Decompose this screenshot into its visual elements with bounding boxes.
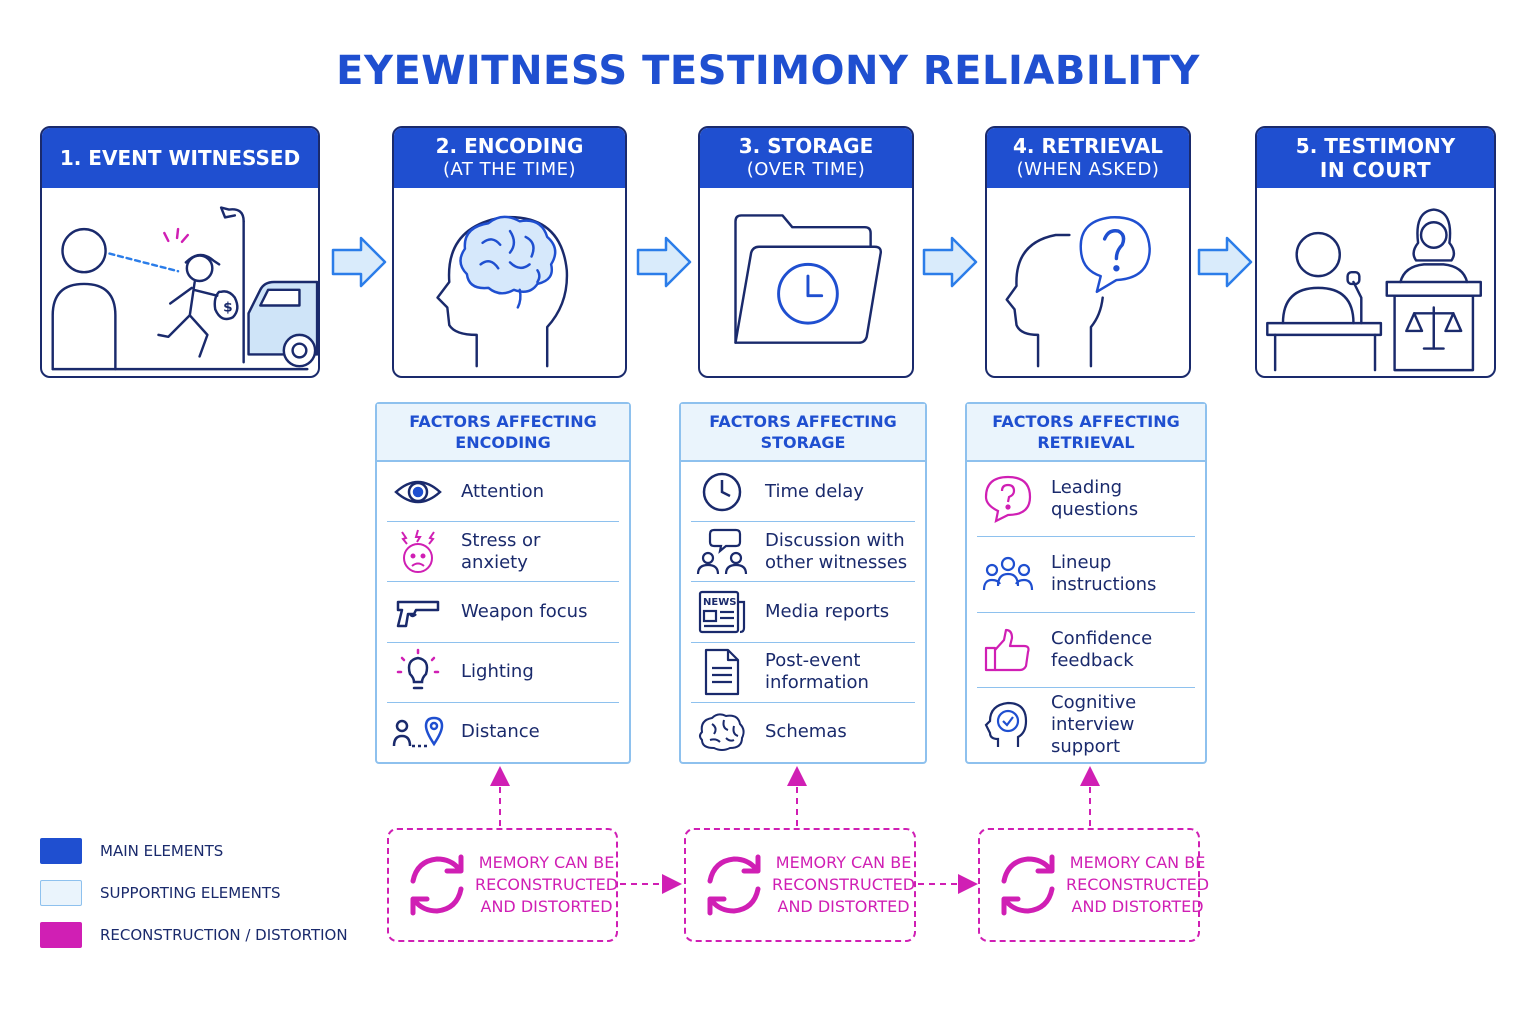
brain-head-icon (394, 188, 625, 376)
stage-event-witnessed: 1. EVENT WITNESSED $ (40, 126, 320, 378)
factor-row: Lighting (387, 643, 619, 703)
legend-swatch (40, 838, 82, 864)
legend-swatch (40, 880, 82, 906)
legend-item-main: MAIN ELEMENTS (40, 838, 348, 864)
factor-row: Weapon focus (387, 582, 619, 643)
stage-retrieval: 4. RETRIEVAL (WHEN ASKED) (985, 126, 1191, 378)
factor-row: Attention (387, 462, 619, 523)
thumbs-up-icon (977, 624, 1039, 676)
stage-title: 4. RETRIEVAL (1012, 134, 1164, 158)
folder-clock-icon (700, 188, 912, 376)
flow-arrow-icon (922, 236, 978, 288)
legend-label: RECONSTRUCTION / DISTORTION (100, 926, 348, 944)
newspaper-icon: NEWS (691, 586, 753, 638)
stressed-face-icon (387, 526, 449, 578)
stage-header: 2. ENCODING (AT THE TIME) (394, 128, 625, 188)
lineup-icon (977, 548, 1039, 600)
factor-row: Lineup instructions (977, 537, 1195, 613)
distortion-label: MEMORY CAN BE RECONSTRUCTED AND DISTORTE… (475, 853, 619, 916)
lightbulb-icon (387, 646, 449, 698)
factors-storage-panel: FACTORS AFFECTING STORAGE Time delay Dis… (679, 402, 927, 764)
legend: MAIN ELEMENTS SUPPORTING ELEMENTS RECONS… (40, 838, 348, 964)
legend-swatch (40, 922, 82, 948)
flow-arrow-icon (331, 236, 387, 288)
head-question-icon (987, 188, 1189, 376)
factor-row: Stress or anxiety (387, 522, 619, 583)
factor-label: Post-event information (765, 650, 869, 694)
distance-pin-icon (387, 706, 449, 758)
stage-subtitle: (AT THE TIME) (442, 159, 576, 180)
factor-row: Discussion with other witnesses (691, 522, 915, 583)
flow-arrow-icon (1197, 236, 1253, 288)
factors-encoding-panel: FACTORS AFFECTING ENCODING Attention Str… (375, 402, 631, 764)
legend-item-supporting: SUPPORTING ELEMENTS (40, 880, 348, 906)
factors-heading: FACTORS AFFECTING STORAGE (681, 404, 925, 462)
gun-icon (387, 586, 449, 638)
distortion-box: MEMORY CAN BE RECONSTRUCTED AND DISTORTE… (684, 828, 916, 942)
factor-label: Media reports (765, 601, 890, 622)
factor-label: Weapon focus (461, 601, 588, 622)
factor-label: Attention (461, 480, 545, 502)
discussion-icon (691, 526, 753, 578)
factor-row: Leading questions (977, 462, 1195, 538)
eye-icon (387, 466, 449, 518)
factor-label: Leading questions (1051, 477, 1139, 521)
witness-robbery-scene-icon: $ (42, 188, 318, 376)
legend-item-distortion: RECONSTRUCTION / DISTORTION (40, 922, 348, 948)
refresh-cycle-icon (707, 854, 761, 916)
factors-heading: FACTORS AFFECTING RETRIEVAL (967, 404, 1205, 462)
distortion-box: MEMORY CAN BE RECONSTRUCTED AND DISTORTE… (387, 828, 618, 942)
document-icon (691, 646, 753, 698)
stage-storage: 3. STORAGE (OVER TIME) (698, 126, 914, 378)
question-bubble-icon (977, 473, 1039, 525)
factor-label: Time delay (765, 480, 864, 502)
factor-row: Cognitive interview support (977, 688, 1195, 762)
factor-label: Schemas (765, 721, 847, 743)
stage-subtitle: (WHEN ASKED) (1016, 159, 1160, 180)
stage-header: 1. EVENT WITNESSED (42, 128, 318, 188)
stage-header: 5. TESTIMONY IN COURT (1257, 128, 1494, 188)
stage-subtitle: IN COURT (1319, 158, 1432, 182)
factor-label: Lighting (461, 661, 534, 683)
flow-arrow-icon (636, 236, 692, 288)
factors-retrieval-panel: FACTORS AFFECTING RETRIEVAL Leading ques… (965, 402, 1207, 764)
courtroom-icon (1257, 188, 1494, 376)
refresh-cycle-icon (1001, 854, 1055, 916)
factor-label: Cognitive interview support (1051, 691, 1137, 757)
factor-row: Time delay (691, 462, 915, 523)
factor-label: Discussion with other witnesses (765, 529, 908, 573)
factor-row: Confidence feedback (977, 613, 1195, 688)
stage-header: 4. RETRIEVAL (WHEN ASKED) (987, 128, 1189, 188)
distortion-box: MEMORY CAN BE RECONSTRUCTED AND DISTORTE… (978, 828, 1209, 942)
factor-row: Post-event information (691, 643, 915, 703)
svg-text:$: $ (223, 299, 233, 315)
head-check-icon (977, 699, 1039, 751)
factor-label: Confidence feedback (1051, 627, 1153, 671)
factor-label: Stress or anxiety (461, 529, 541, 573)
diagram-title: EYEWITNESS TESTIMONY RELIABILITY (336, 48, 1200, 94)
factor-row: Distance (387, 703, 619, 762)
stage-title: 3. STORAGE (738, 134, 874, 158)
stage-header: 3. STORAGE (OVER TIME) (700, 128, 912, 188)
refresh-cycle-icon (410, 854, 464, 916)
legend-label: SUPPORTING ELEMENTS (100, 884, 281, 902)
distortion-label: MEMORY CAN BE RECONSTRUCTED AND DISTORTE… (772, 853, 916, 916)
factors-heading: FACTORS AFFECTING ENCODING (377, 404, 629, 462)
stage-subtitle: (OVER TIME) (746, 159, 866, 180)
factor-label: Distance (461, 721, 540, 743)
factor-row: NEWS Media reports (691, 582, 915, 643)
stage-encoding: 2. ENCODING (AT THE TIME) (392, 126, 627, 378)
stage-testimony: 5. TESTIMONY IN COURT (1255, 126, 1496, 378)
stage-title: 5. TESTIMONY (1295, 134, 1456, 158)
svg-text:NEWS: NEWS (703, 597, 736, 608)
legend-label: MAIN ELEMENTS (100, 842, 224, 860)
clock-icon (691, 466, 753, 518)
factor-row: Schemas (691, 703, 915, 762)
distortion-label: MEMORY CAN BE RECONSTRUCTED AND DISTORTE… (1066, 853, 1210, 916)
stage-title: 1. EVENT WITNESSED (59, 146, 301, 170)
stage-title: 2. ENCODING (435, 134, 584, 158)
factor-label: Lineup instructions (1051, 552, 1157, 596)
brain-icon (691, 706, 753, 758)
